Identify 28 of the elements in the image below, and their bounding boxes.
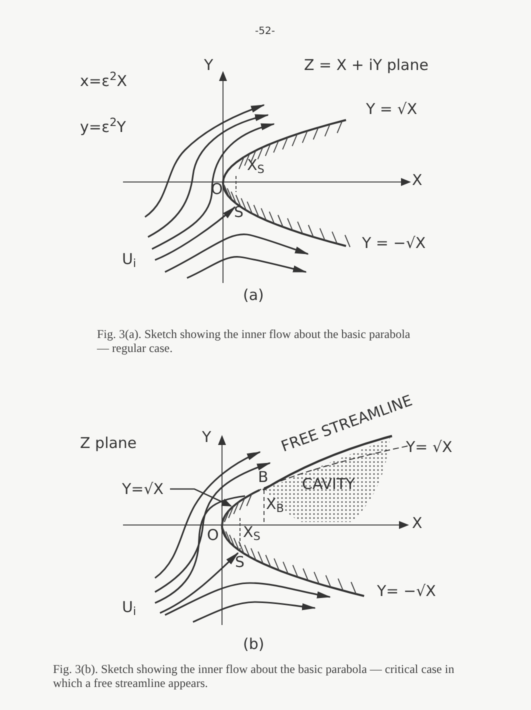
axis-label: Y [204,58,214,73]
page-number: -52- [255,25,275,39]
figure-caption: Fig. 3(b). Sketch showing the inner flow about the basic parabola — critical case in which a free streamline appears. [53,662,456,690]
axis-label: X [412,173,422,188]
figure-caption: Fig. 3(a). Sketch showing the inner flow about the basic parabola — regular case. [97,327,412,355]
region-label: CAVITY [302,477,355,492]
scale-equation: x=ε$^{2}$X [80,74,128,89]
point-label: X$_{B}$ [266,497,284,512]
curve-label: Y = −√X [362,236,426,251]
curve-label: Y=√X [122,481,164,497]
origin-label: O [207,528,219,543]
panel-label: (b) [243,637,264,652]
point-label: B [258,470,268,485]
curve-label: Y= −√X [377,584,436,599]
point-label: S [235,555,245,570]
point-label: X$_{S}$ [243,525,260,540]
curve-label: Y = √X [366,102,418,117]
flow-label: U$_{i}$ [122,600,136,615]
curve-label: Y= √X [406,440,452,455]
point-label: X$_{S}$ [247,158,264,173]
leader-arrow [170,488,232,507]
flow-label: U$_{i}$ [122,252,136,267]
axis-label: Y [202,430,212,445]
plane-title: Z plane [80,436,137,451]
axis-label: X [412,516,422,531]
plane-title: Z = X + iY plane [304,58,428,73]
panel-label: (a) [243,288,264,303]
scale-equation: y=ε$^{2}$Y [80,120,126,135]
